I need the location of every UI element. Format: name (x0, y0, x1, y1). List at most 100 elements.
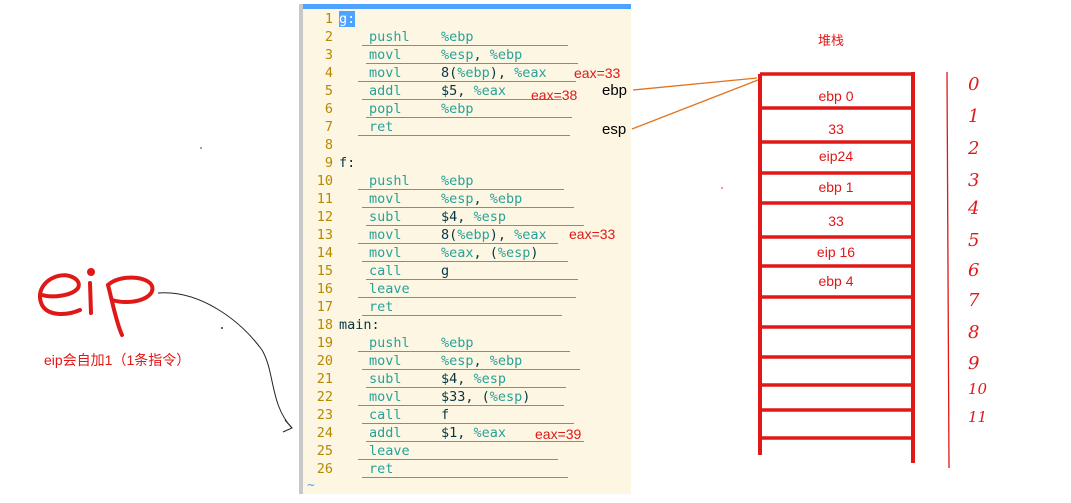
code-text: movl%esp, %ebp (333, 46, 522, 64)
editor-end-marker: ~ (307, 478, 315, 493)
code-text: pushl %ebp (333, 172, 474, 190)
instruction-opcode: ret (369, 299, 394, 315)
ebp-pointer-label: ebp (602, 82, 628, 99)
instruction-opcode: movl (369, 245, 402, 261)
editor-title-bar (303, 4, 631, 9)
instruction-opcode: leave (369, 281, 410, 297)
underline-stroke (362, 477, 568, 478)
line-number: 19 (316, 335, 333, 351)
index-digit: 4 (967, 198, 979, 219)
line-number: 15 (316, 263, 333, 279)
instruction-opcode: movl (369, 65, 402, 81)
underline-stroke (366, 225, 584, 226)
line-number: 20 (316, 353, 333, 369)
code-text: movl %eax, (%esp) (333, 244, 539, 262)
instruction-opcode: popl (369, 101, 402, 117)
index-digit: 10 (968, 380, 988, 398)
instruction-opcode: leave (369, 443, 410, 459)
instruction-opcode: movl (369, 389, 402, 405)
esp-pointer-line (631, 79, 759, 130)
instruction-opcode: subl (369, 209, 402, 225)
underline-stroke (358, 81, 576, 82)
instruction-opcode: pushl (369, 173, 410, 189)
code-text: g: (333, 10, 356, 28)
code-text: subl$4, %esp (333, 370, 506, 388)
stack-cell-label: ebp 1 (818, 179, 854, 195)
instruction-operands: %ebp (441, 29, 474, 45)
code-line: 17 ret (303, 298, 441, 316)
instruction-operands: f (441, 407, 450, 423)
instruction-opcode: movl (369, 191, 402, 207)
line-number: 12 (316, 209, 333, 225)
instruction-operands: %eax, (%esp) (441, 245, 539, 261)
code-text: popl%ebp (333, 100, 474, 118)
line-number: 3 (324, 47, 333, 63)
line-number: 4 (324, 65, 333, 81)
index-digit: 0 (968, 74, 979, 95)
line-number: 26 (316, 461, 333, 477)
underline-stroke (358, 135, 570, 136)
underline-stroke (358, 351, 570, 352)
instruction-opcode: call (369, 263, 402, 279)
line-number: 9 (324, 155, 333, 171)
underline-stroke (362, 369, 580, 370)
code-text: pushl%ebp (333, 334, 474, 352)
line-number: 17 (316, 299, 333, 315)
code-text: f: (333, 154, 355, 172)
stack-cell-label: 33 (828, 121, 844, 137)
stray-dot (200, 147, 202, 149)
instruction-opcode: ret (369, 119, 394, 135)
eax-annotation-line24: eax=39 (535, 426, 582, 442)
underline-stroke (362, 45, 568, 46)
line-number: 6 (324, 101, 333, 117)
eip-note: eip会自加1（1条指令） (44, 352, 191, 368)
instruction-opcode: addl (369, 83, 402, 99)
index-digit: 6 (968, 260, 979, 281)
line-number: 5 (324, 83, 333, 99)
line-number: 1 (324, 11, 333, 27)
instruction-opcode: addl (369, 425, 402, 441)
index-digit: 7 (968, 290, 980, 311)
code-text: leave (333, 280, 441, 298)
underline-stroke (358, 405, 564, 406)
code-text: pushl%ebp (333, 28, 474, 46)
index-digit: 9 (968, 353, 979, 374)
underline-stroke (366, 387, 566, 388)
code-text: movl $33, (%esp) (333, 388, 530, 406)
index-digit: 3 (968, 170, 979, 191)
underline-stroke (358, 297, 576, 298)
instruction-operands: 8(%ebp), %eax (441, 227, 547, 243)
ebp-pointer-line (632, 77, 758, 91)
instruction-operands: $33, (%esp) (441, 389, 531, 405)
code-line: 9 f: (303, 154, 355, 172)
underline-stroke (358, 243, 558, 244)
code-text: movl%esp, %ebp (333, 190, 522, 208)
line-number: 2 (324, 29, 333, 45)
instruction-operands: %ebp (441, 173, 474, 189)
eax-annotation-line13: eax=33 (569, 226, 616, 242)
underline-stroke (362, 207, 574, 208)
instruction-operands: $4, %esp (441, 371, 507, 387)
code-text: addl$5, %eax (333, 82, 506, 100)
line-number: 18 (316, 317, 333, 333)
index-digit: 5 (968, 230, 979, 251)
code-label: f: (339, 155, 356, 171)
